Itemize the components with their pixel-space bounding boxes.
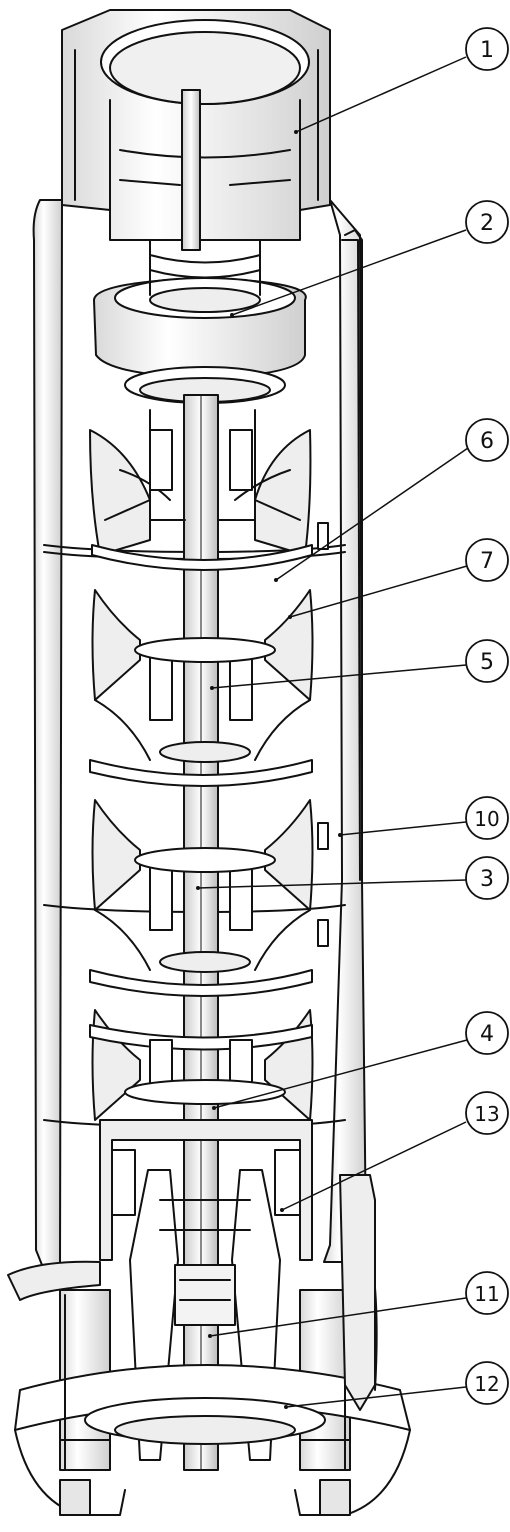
callout-13-leader bbox=[281, 1121, 467, 1211]
callout-11: 11 bbox=[208, 1271, 509, 1338]
callout-5-bubble bbox=[465, 639, 509, 683]
callout-11-bubble bbox=[465, 1271, 509, 1315]
callout-7-dot bbox=[288, 615, 292, 619]
callout-13-bubble bbox=[465, 1091, 509, 1135]
callout-11-dot bbox=[208, 1334, 212, 1338]
callout-10-dot bbox=[338, 833, 342, 837]
callout-5-dot bbox=[210, 686, 214, 690]
callout-10: 10 bbox=[338, 796, 509, 840]
callout-1-leader bbox=[295, 56, 467, 133]
callout-3-dot bbox=[196, 886, 200, 890]
callout-11-leader bbox=[209, 1297, 467, 1337]
outer-sleeve bbox=[32, 199, 367, 1271]
callout-1: 1 bbox=[294, 27, 509, 134]
callout-12-leader bbox=[285, 1386, 467, 1408]
callout-6-dot bbox=[274, 578, 278, 582]
callout-13-label: 13 bbox=[474, 1102, 499, 1126]
pump-stage-2 bbox=[89, 589, 314, 787]
callout-6-leader bbox=[275, 447, 469, 581]
callout-13-dot bbox=[280, 1208, 284, 1212]
callout-4-bubble bbox=[465, 1011, 509, 1055]
callout-3: 3 bbox=[196, 856, 509, 900]
callout-12-bubble bbox=[465, 1361, 509, 1405]
callout-6-bubble bbox=[465, 418, 509, 462]
callout-5-leader bbox=[211, 664, 467, 689]
callout-1-label: 1 bbox=[480, 38, 494, 63]
callout-13: 13 bbox=[280, 1091, 509, 1212]
callout-3-bubble bbox=[465, 856, 509, 900]
callout-2-dot bbox=[230, 313, 234, 317]
callout-2-label: 2 bbox=[480, 211, 494, 236]
cable-guard bbox=[339, 239, 376, 1411]
callout-1-bubble bbox=[465, 27, 509, 71]
callout-4: 4 bbox=[212, 1011, 509, 1110]
callout-4-dot bbox=[212, 1106, 216, 1110]
callout-6: 6 bbox=[274, 418, 509, 582]
callout-10-label: 10 bbox=[474, 807, 499, 831]
callout-1-dot bbox=[294, 130, 298, 134]
callout-11-label: 11 bbox=[474, 1282, 499, 1306]
callout-10-bubble bbox=[465, 796, 509, 840]
callout-7-label: 7 bbox=[480, 549, 494, 574]
callout-3-leader bbox=[197, 879, 467, 889]
callout-5-label: 5 bbox=[480, 650, 494, 675]
callout-3-label: 3 bbox=[480, 867, 494, 892]
callout-12: 12 bbox=[284, 1361, 509, 1409]
pump-stage-4 bbox=[89, 1009, 314, 1121]
callout-6-label: 6 bbox=[480, 429, 494, 454]
callout-10-leader bbox=[339, 821, 467, 836]
callout-4-leader bbox=[213, 1039, 468, 1109]
callout-7: 7 bbox=[288, 538, 509, 619]
callout-12-label: 12 bbox=[474, 1372, 499, 1396]
valve-seat bbox=[93, 239, 307, 404]
pump-stage-3 bbox=[89, 799, 314, 997]
shaft-top bbox=[181, 89, 201, 251]
callout-2: 2 bbox=[230, 200, 509, 317]
callout-4-label: 4 bbox=[480, 1022, 494, 1047]
callout-7-leader bbox=[289, 565, 468, 618]
callout-2-bubble bbox=[465, 200, 509, 244]
motor-flange bbox=[7, 1249, 411, 1516]
callout-5: 5 bbox=[210, 639, 509, 690]
callout-layer: 1 2 6 7 5 bbox=[196, 27, 509, 1409]
callout-7-bubble bbox=[465, 538, 509, 582]
callout-2-leader bbox=[231, 229, 467, 316]
callout-12-dot bbox=[284, 1405, 288, 1409]
